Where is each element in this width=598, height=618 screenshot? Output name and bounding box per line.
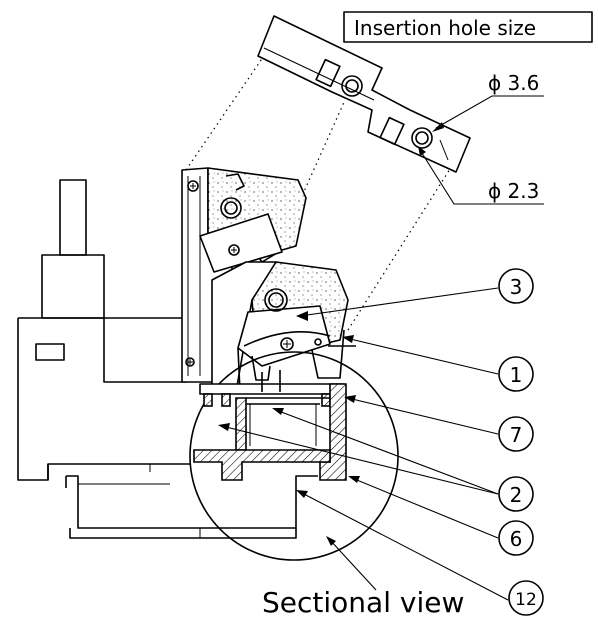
callout-circles	[498, 268, 544, 616]
base-housing	[17, 179, 318, 539]
callout-label-6: 6	[510, 527, 523, 551]
callout-label-12: 12	[515, 590, 537, 610]
callout-circle-7	[498, 416, 534, 452]
upper-screw-small-icon	[187, 180, 199, 192]
insertion-hole-label-box	[343, 11, 593, 43]
callout-label-3: 3	[510, 275, 523, 299]
lower-screw-icon	[264, 288, 288, 312]
sectional-view-label: Sectional view	[262, 586, 464, 618]
diameter-large-label: ϕ 3.6	[488, 71, 539, 95]
callout-label-1: 1	[510, 363, 523, 387]
hole-large-icon-2	[411, 127, 433, 149]
insertion-hole-size-label: Insertion hole size	[354, 16, 536, 40]
upper-screw-icon	[220, 197, 242, 219]
insertion-strip	[257, 15, 471, 173]
diameter-leaders	[418, 95, 544, 205]
callout-circle-3	[498, 268, 534, 304]
lower-terminal-module	[211, 261, 356, 393]
callout-circle-1	[498, 356, 534, 392]
callout-leaders	[218, 287, 509, 601]
hole-large-icon	[341, 75, 363, 97]
diameter-small-label: ϕ 2.3	[488, 179, 539, 203]
upper-screw-small-icon-2	[228, 244, 240, 256]
insertion-guide-lines	[185, 43, 463, 331]
callout-circle-2	[498, 476, 534, 512]
text-layer: Insertion hole size ϕ 3.6 ϕ 2.3 Sectiona…	[262, 16, 539, 618]
callout-circle-6	[498, 520, 534, 556]
callout-circle-12	[508, 580, 544, 616]
hole-small-icon	[415, 131, 429, 145]
callout-label-7: 7	[510, 423, 523, 447]
lower-clamp-plate	[237, 305, 331, 367]
callout-label-2: 2	[510, 483, 523, 507]
base-slot	[35, 343, 65, 361]
upper-clamp-plate	[199, 213, 283, 273]
